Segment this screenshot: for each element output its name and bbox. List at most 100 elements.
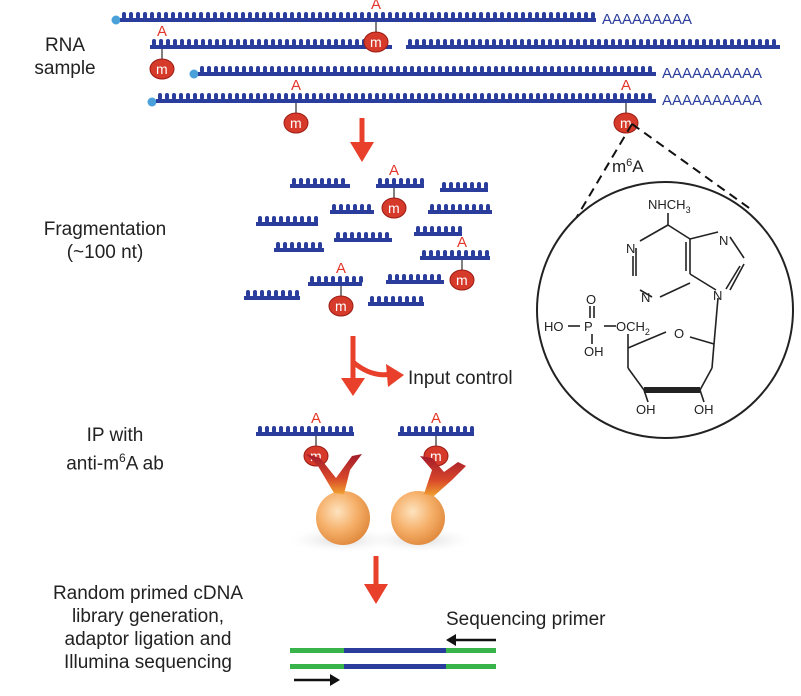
base-pair bbox=[390, 653, 393, 664]
n1-label: N bbox=[626, 241, 635, 256]
rna-fragment bbox=[386, 274, 444, 284]
methyl-badge bbox=[328, 295, 354, 317]
ip-complex-right bbox=[362, 456, 478, 554]
base-pair bbox=[306, 653, 309, 664]
rna-fragment bbox=[330, 204, 374, 214]
rna-strand bbox=[150, 39, 392, 49]
methyl-letter: m bbox=[335, 298, 347, 314]
adenosine-letter: A bbox=[157, 23, 167, 40]
primer-arrow-bottom bbox=[294, 674, 340, 686]
base-pair bbox=[488, 653, 491, 664]
base-pair bbox=[460, 653, 463, 664]
flow-arrow-1 bbox=[350, 118, 374, 162]
adenosine-letter: A bbox=[621, 77, 631, 94]
adenosine-letter: A bbox=[431, 410, 441, 427]
m6a-mark: Am bbox=[381, 162, 407, 219]
adenosine-letter: A bbox=[311, 410, 321, 427]
methyl-letter: m bbox=[620, 115, 632, 131]
adenosine-letter: A bbox=[371, 0, 381, 13]
oh-3prime-label: OH bbox=[694, 402, 714, 417]
rna-strand bbox=[156, 93, 656, 103]
fragmentation-label-line2: (~100 nt) bbox=[66, 242, 144, 263]
methyl-letter: m bbox=[430, 448, 442, 464]
rna-fragment bbox=[244, 290, 300, 300]
cap-dot bbox=[111, 15, 121, 25]
m6a-structure-labels: m6A NHCH3 N N N N O HO P OH OCH2 O OH OH bbox=[544, 157, 728, 417]
base-pair bbox=[397, 653, 400, 664]
ip-label-sup: 6 bbox=[119, 451, 126, 465]
rna-sample-label-line2: sample bbox=[34, 58, 96, 79]
ip-label-suffix: A ab bbox=[125, 453, 164, 475]
base-pair bbox=[467, 653, 470, 664]
base-pair bbox=[439, 653, 442, 664]
ip-rna-fragment bbox=[398, 426, 474, 436]
base-pair bbox=[313, 653, 316, 664]
rna-fragment bbox=[274, 242, 324, 252]
m6a-mark: Am bbox=[363, 0, 389, 53]
sequencing-primer-label: Sequencing primer bbox=[446, 609, 606, 630]
base-pair bbox=[383, 653, 386, 664]
ip-label-line1: IP with bbox=[86, 425, 144, 446]
fragmentation-label-line1: Fragmentation bbox=[43, 219, 167, 240]
base-pair bbox=[404, 653, 407, 664]
methyl-badge bbox=[363, 31, 389, 53]
base-pair bbox=[432, 653, 435, 664]
base-pair bbox=[411, 653, 414, 664]
m6a-structure bbox=[568, 213, 745, 403]
base-pair bbox=[446, 653, 449, 664]
base-pair bbox=[453, 653, 456, 664]
flow-arrow-3 bbox=[364, 556, 388, 604]
rna-sample-label: RNA sample bbox=[20, 34, 110, 80]
rna-fragments bbox=[244, 178, 492, 436]
base-pair bbox=[299, 653, 302, 664]
base-pair bbox=[425, 653, 428, 664]
adenosine-letter: A bbox=[457, 234, 467, 251]
nhch3-text: NHCH bbox=[648, 197, 686, 212]
polya-tail: AAAAAAAAAA bbox=[662, 65, 762, 82]
ip-label-prefix: anti-m bbox=[66, 453, 120, 475]
library-label-line2: library generation, bbox=[71, 606, 225, 627]
methyl-badge bbox=[149, 58, 175, 80]
m6a-mark: Am bbox=[328, 260, 354, 317]
library-label-line3: adaptor ligation and bbox=[64, 629, 232, 650]
split-arrow bbox=[341, 336, 404, 396]
och2-label: OCH2 bbox=[616, 319, 650, 337]
phosphorus-label: P bbox=[584, 319, 593, 334]
m6a-mark: Am bbox=[449, 234, 475, 291]
m6a-title-suffix: A bbox=[632, 157, 644, 176]
n7-label: N bbox=[719, 233, 728, 248]
rna-fragment bbox=[420, 250, 490, 260]
methyl-badge bbox=[283, 112, 309, 134]
base-pair bbox=[320, 653, 323, 664]
rna-strand bbox=[120, 12, 596, 22]
adenosine-letter: A bbox=[336, 260, 346, 277]
base-pair bbox=[474, 653, 477, 664]
n3-label: N bbox=[641, 290, 650, 305]
base-pair bbox=[327, 653, 330, 664]
methyl-letter: m bbox=[156, 61, 168, 77]
m6a-mark: Am bbox=[613, 77, 639, 134]
input-control-label: Input control bbox=[408, 368, 513, 389]
ip-label-line2: anti-m6A ab bbox=[40, 447, 190, 475]
methyl-badge bbox=[613, 112, 639, 134]
cap-dot bbox=[147, 97, 157, 107]
rna-strand bbox=[406, 39, 780, 49]
ip-label: IP with anti-m6A ab bbox=[40, 424, 190, 475]
phosphate-o-label: O bbox=[586, 292, 596, 307]
fragmentation-label: Fragmentation (~100 nt) bbox=[20, 218, 190, 264]
phosphate-oh-label: OH bbox=[584, 344, 604, 359]
adenosine-letter: A bbox=[389, 162, 399, 179]
polya-tail: AAAAAAAAA bbox=[602, 11, 692, 28]
m6a-title-prefix: m bbox=[612, 157, 626, 176]
m6a-title: m6A bbox=[612, 157, 644, 176]
base-pair bbox=[341, 653, 344, 664]
methyl-badge bbox=[381, 197, 407, 219]
n9-label: N bbox=[713, 288, 722, 303]
rna-strand bbox=[198, 66, 656, 76]
ring-oxygen-label: O bbox=[674, 326, 684, 341]
methyl-letter: m bbox=[388, 200, 400, 216]
library-label-line4: Illumina sequencing bbox=[64, 652, 232, 673]
rna-fragment bbox=[308, 276, 363, 286]
